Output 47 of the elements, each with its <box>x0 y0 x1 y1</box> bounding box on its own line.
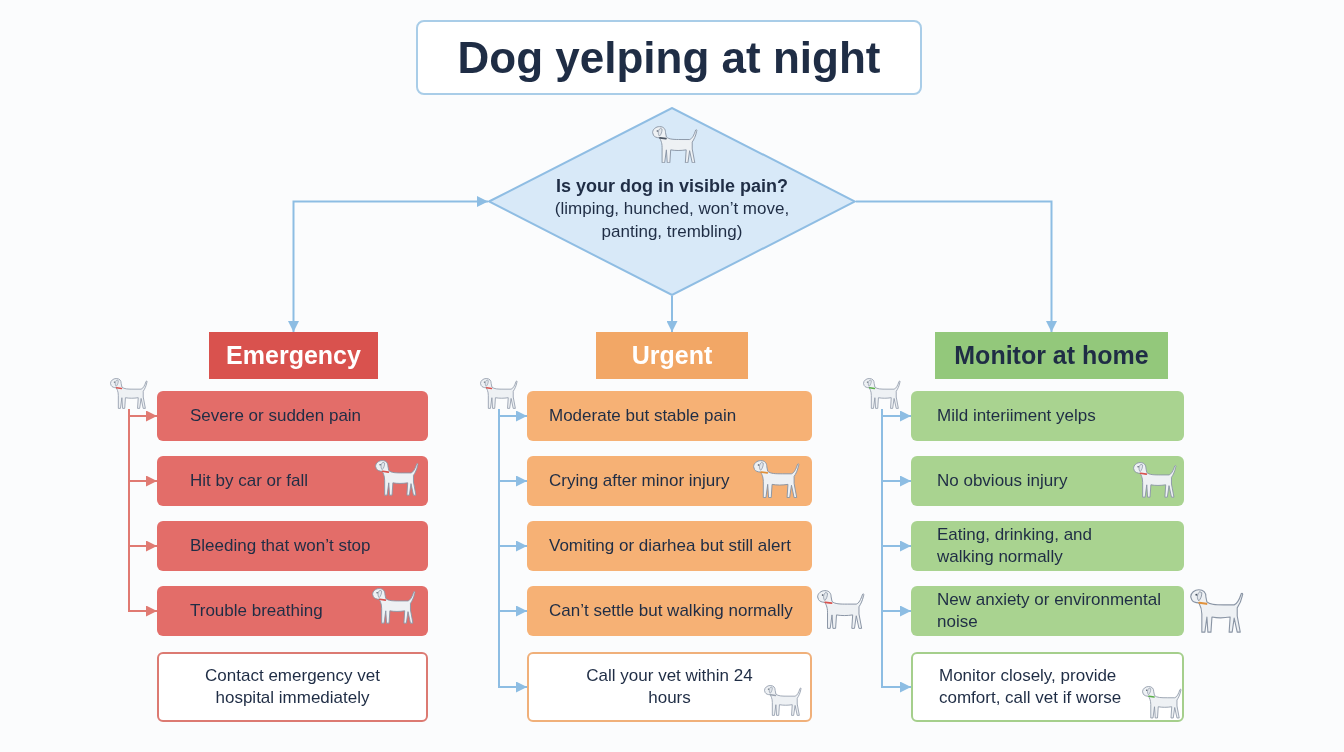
symptom-text: No obvious injury <box>937 469 1068 492</box>
symptom-card <box>157 391 428 441</box>
symptom-text: Moderate but stable pain <box>549 404 737 427</box>
action-text: Monitor closely, provide comfort, call vet if worse <box>939 664 1123 709</box>
decision-diamond <box>488 107 856 296</box>
symptom-text: New anxiety or environmental noise <box>937 588 1162 633</box>
symptom-text: Mild interiiment yelps <box>937 404 1096 427</box>
symptom-card <box>911 456 1184 506</box>
symptom-text: Crying after minor injury <box>549 469 730 492</box>
symptom-card <box>527 521 812 571</box>
action-card <box>157 652 428 722</box>
symptom-card <box>911 586 1184 636</box>
symptom-card <box>527 391 812 441</box>
symptom-card <box>157 456 428 506</box>
flow-arrow <box>855 200 1057 333</box>
symptom-text: Vomiting or diarhea but still alert <box>549 534 791 557</box>
symptom-card <box>157 521 428 571</box>
symptom-card <box>157 586 428 636</box>
question-text: Is your dog in visible pain? <box>556 175 788 198</box>
symptom-card <box>527 586 812 636</box>
symptom-text: Severe or sudden pain <box>190 404 362 427</box>
symptom-text: Trouble breathing <box>190 599 323 622</box>
category-label: Urgent <box>631 341 713 370</box>
symptom-text: Can’t settle but walking normally <box>549 599 793 622</box>
category-header <box>209 332 378 379</box>
action-text: Call your vet within 24 hours <box>585 664 754 709</box>
dog-icon <box>863 378 901 409</box>
flow-arrow <box>288 196 489 333</box>
symptom-text: Bleeding that won’t stop <box>190 534 371 557</box>
flow-arrow <box>128 407 158 617</box>
symptom-text: Eating, drinking, and walking normally <box>937 523 1093 568</box>
category-label: Monitor at home <box>954 341 1149 370</box>
flow-arrow <box>666 295 678 333</box>
category-header <box>596 332 748 379</box>
symptom-card <box>911 521 1184 571</box>
category-header <box>935 332 1168 379</box>
action-text: Contact emergency vet hospital immediately <box>204 664 381 709</box>
question-detail: (limping, hunched, won’t move, panting, trembling) <box>553 198 791 244</box>
action-card <box>527 652 812 722</box>
dog-icon <box>110 378 148 409</box>
diagram-title: Dog yelping at night <box>416 20 922 95</box>
symptom-card <box>911 391 1184 441</box>
symptom-text: Hit by car or fall <box>190 469 309 492</box>
dog-icon <box>480 378 518 409</box>
action-card <box>911 652 1184 722</box>
symptom-card <box>527 456 812 506</box>
category-label: Emergency <box>226 341 361 370</box>
